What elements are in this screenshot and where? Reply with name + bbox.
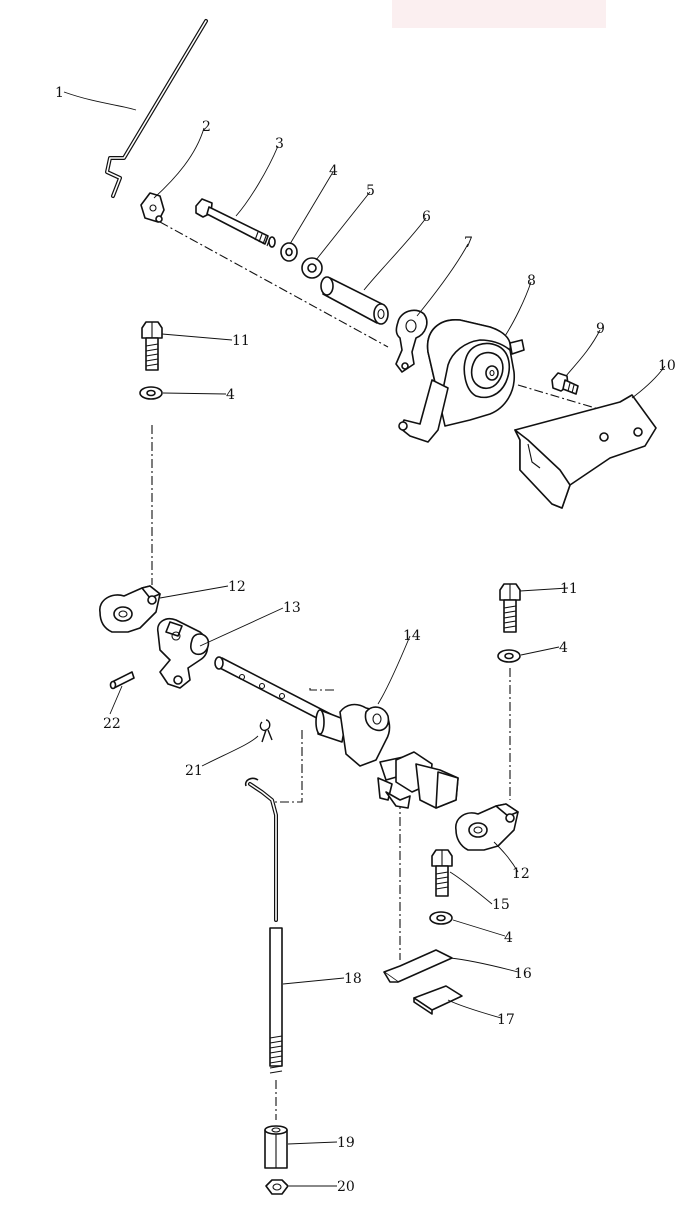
callout-16: 16 bbox=[514, 966, 532, 982]
part-4-washer-lower bbox=[429, 911, 453, 925]
part-13-yoke-joint bbox=[156, 617, 210, 689]
callout-12-upper-left: 12 bbox=[228, 579, 246, 595]
part-17-plate bbox=[413, 985, 463, 1015]
part-5-washer bbox=[301, 257, 323, 279]
callout-6: 6 bbox=[422, 209, 431, 225]
part-4-washer-upper bbox=[280, 242, 298, 262]
callout-2: 2 bbox=[202, 119, 211, 135]
part-16-locking-plate bbox=[383, 949, 453, 983]
part-11-bolt-right bbox=[499, 583, 521, 633]
callout-15: 15 bbox=[492, 897, 510, 913]
part-8-governor-housing bbox=[398, 319, 525, 443]
scan-artifact bbox=[392, 0, 606, 28]
callout-3: 3 bbox=[275, 136, 284, 152]
callout-5: 5 bbox=[366, 183, 375, 199]
part-11-bolt-upper-left bbox=[141, 321, 163, 371]
callout-1: 1 bbox=[55, 85, 64, 101]
part-2-lever-clip bbox=[140, 192, 165, 223]
part-22-pin bbox=[109, 671, 135, 690]
part-3-long-bolt bbox=[195, 198, 276, 248]
callout-11-right: 11 bbox=[560, 581, 578, 597]
part-14-lever-shaft bbox=[214, 656, 459, 809]
callout-11-upper-left: 11 bbox=[232, 333, 250, 349]
callout-17: 17 bbox=[497, 1012, 515, 1028]
callout-4-lower: 4 bbox=[504, 930, 513, 946]
part-10-mounting-bracket bbox=[514, 394, 657, 509]
part-4-washer-right bbox=[497, 649, 521, 663]
callout-13: 13 bbox=[283, 600, 301, 616]
callout-12-right: 12 bbox=[512, 866, 530, 882]
callout-18: 18 bbox=[344, 971, 362, 987]
part-9-small-bolt bbox=[551, 372, 579, 395]
part-21-spring-clip bbox=[259, 719, 273, 743]
callout-21: 21 bbox=[185, 763, 203, 779]
callout-10: 10 bbox=[658, 358, 676, 374]
callout-4-upper-left: 4 bbox=[226, 387, 235, 403]
part-1-control-rod bbox=[105, 19, 208, 198]
callout-7: 7 bbox=[464, 235, 473, 251]
assembly-center-lines bbox=[151, 221, 603, 960]
part-12-clamp-upper-left bbox=[99, 585, 161, 633]
part-15-bolt bbox=[431, 849, 453, 897]
part-7-throttle-lever bbox=[395, 309, 428, 373]
callout-4-upper: 4 bbox=[329, 163, 338, 179]
part-20-hex-nut bbox=[265, 1179, 289, 1195]
callout-9: 9 bbox=[596, 321, 605, 337]
callout-20: 20 bbox=[337, 1179, 355, 1195]
part-4-washer-upper-left bbox=[139, 386, 163, 400]
callout-labels: 1 2 3 4 5 6 7 8 9 10 11 4 12 13 11 4 14 … bbox=[55, 85, 676, 1195]
leader-lines bbox=[63, 91, 666, 1187]
part-19-coupling-nut bbox=[264, 1125, 288, 1169]
callout-14: 14 bbox=[403, 628, 421, 644]
callout-4-right: 4 bbox=[559, 640, 568, 656]
part-12-clamp-right bbox=[455, 803, 519, 851]
callout-8: 8 bbox=[527, 273, 536, 289]
part-6-sleeve bbox=[320, 276, 389, 325]
callout-19: 19 bbox=[337, 1135, 355, 1151]
callout-22: 22 bbox=[103, 716, 121, 732]
part-18-link-rod bbox=[244, 777, 283, 1120]
